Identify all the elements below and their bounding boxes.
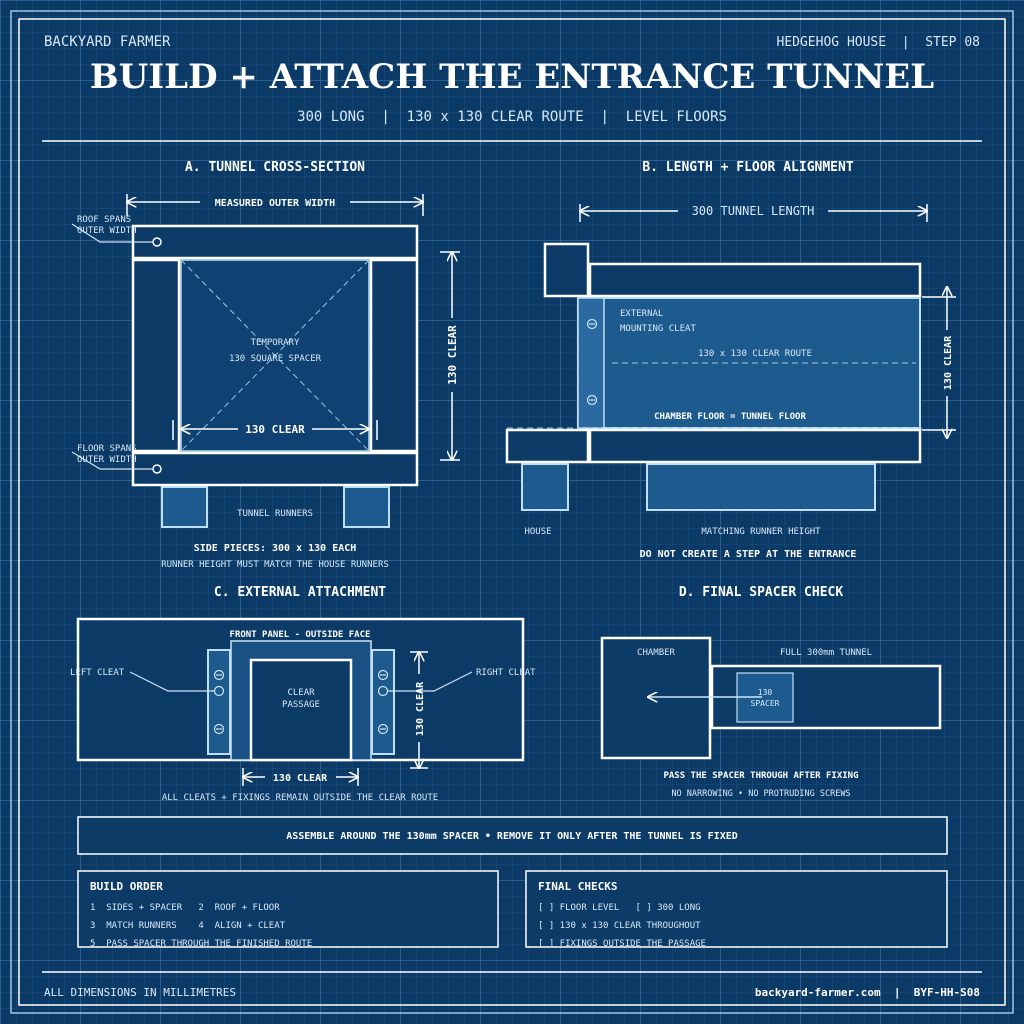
final-checks-box — [525, 870, 948, 948]
clear-route-label: 130 x 130 CLEAR ROUTE — [698, 349, 812, 359]
cleats-note: ALL CLEATS + FIXINGS REMAIN OUTSIDE THE … — [162, 793, 438, 803]
build-order-box — [77, 870, 499, 948]
floor-note-2: OUTER WIDTH — [77, 455, 137, 465]
clear-width-label: 130 CLEAR — [245, 423, 305, 436]
clear-height-label-c: 130 CLEAR — [415, 681, 426, 736]
section-a-cross-section: A. TUNNEL CROSS-SECTION MEASURED OUTER W… — [71, 160, 460, 570]
spacer-label-2: 130 SQUARE SPACER — [229, 354, 322, 364]
runner-right — [343, 486, 390, 528]
tunnel-floor — [131, 451, 419, 487]
floor-level-note: CHAMBER FLOOR = TUNNEL FLOOR — [654, 412, 806, 422]
final-check-line-1: [ ] FLOOR LEVEL [ ] 300 LONG — [538, 903, 701, 913]
brand: BACKYARD FARMER — [44, 34, 171, 50]
final-check-line-3: [ ] FIXINGS OUTSIDE THE PASSAGE — [538, 939, 706, 949]
tunnel-floor-side — [588, 428, 922, 464]
side-pieces-note: SIDE PIECES: 300 x 130 EACH — [194, 543, 357, 554]
final-checks-title: FINAL CHECKS — [538, 880, 617, 893]
tunnel-side-right — [369, 258, 419, 453]
section-c-external-attachment: C. EXTERNAL ATTACHMENT FRONT PANEL - OUT… — [70, 585, 536, 803]
final-check-line-2: [ ] 130 x 130 CLEAR THROUGHOUT — [538, 921, 701, 931]
units-note: ALL DIMENSIONS IN MILLIMETRES — [44, 986, 236, 999]
page-subtitle: 300 LONG | 130 x 130 CLEAR ROUTE | LEVEL… — [297, 109, 727, 125]
build-order-line-1: 1 SIDES + SPACER 2 ROOF + FLOOR — [90, 903, 280, 913]
section-b-heading: B. LENGTH + FLOOR ALIGNMENT — [642, 160, 853, 175]
chamber-floor — [505, 428, 590, 464]
assembly-banner — [77, 816, 948, 855]
roof-note-1: ROOF SPANS — [77, 215, 131, 225]
inner-frame — [18, 18, 1006, 1006]
tunnel-runner — [646, 463, 876, 511]
right-cleat — [371, 649, 395, 755]
right-cleat-label: RIGHT CLEAT — [476, 668, 536, 678]
page-title: BUILD + ATTACH THE ENTRANCE TUNNEL — [90, 57, 934, 97]
cleat-label-2: MOUNTING CLEAT — [620, 324, 696, 334]
runners-label: TUNNEL RUNNERS — [237, 509, 313, 519]
spacer-block-label-2: SPACER — [751, 699, 780, 708]
build-order-line-3: 5 PASS SPACER THROUGH THE FINISHED ROUTE — [90, 939, 312, 949]
house-runner — [521, 463, 569, 511]
passage-label-1: CLEAR — [287, 688, 315, 698]
tunnel-side-left — [131, 258, 181, 453]
spacer-block-label-1: 130 — [758, 688, 773, 697]
chamber-label: CHAMBER — [637, 648, 676, 658]
front-panel-label: FRONT PANEL - OUTSIDE FACE — [230, 630, 371, 640]
runner-left — [161, 486, 208, 528]
spacer-block — [736, 672, 794, 723]
house-label: HOUSE — [524, 527, 551, 537]
section-c-heading: C. EXTERNAL ATTACHMENT — [214, 585, 386, 600]
assembly-banner-text: ASSEMBLE AROUND THE 130mm SPACER • REMOV… — [286, 831, 738, 842]
section-d-heading: D. FINAL SPACER CHECK — [679, 585, 844, 600]
house-wall — [543, 242, 590, 298]
floor-note-1: FLOOR SPANS — [77, 444, 137, 454]
cleat-label-1: EXTERNAL — [620, 309, 663, 319]
pass-spacer-note: PASS THE SPACER THROUGH AFTER FIXING — [663, 771, 858, 781]
footer-reference: backyard-farmer.com | BYF-HH-S08 — [755, 986, 980, 999]
passage-label-2: PASSAGE — [282, 700, 320, 710]
section-d-spacer-check: D. FINAL SPACER CHECK CHAMBER FULL 300mm… — [600, 585, 942, 799]
runner-height-note: RUNNER HEIGHT MUST MATCH THE HOUSE RUNNE… — [161, 560, 389, 570]
clear-height-label: 130 CLEAR — [446, 325, 459, 385]
section-a-heading: A. TUNNEL CROSS-SECTION — [185, 160, 365, 175]
clear-width-label-c: 130 CLEAR — [273, 773, 328, 784]
left-cleat — [207, 649, 231, 755]
mounting-cleat — [577, 297, 605, 429]
left-cleat-label: LEFT CLEAT — [70, 668, 125, 678]
roof-note-2: OUTER WIDTH — [77, 226, 137, 236]
tunnel-length-label: 300 TUNNEL LENGTH — [692, 204, 815, 218]
project-step: HEDGEHOG HOUSE | STEP 08 — [777, 35, 981, 50]
full-tunnel-label: FULL 300mm TUNNEL — [780, 648, 872, 658]
no-narrowing-note: NO NARROWING • NO PROTRUDING SCREWS — [671, 789, 850, 799]
no-step-note: DO NOT CREATE A STEP AT THE ENTRANCE — [640, 549, 857, 560]
section-b-length-alignment: B. LENGTH + FLOOR ALIGNMENT 300 TUNNEL L… — [505, 160, 956, 560]
outer-width-label: MEASURED OUTER WIDTH — [215, 198, 335, 209]
clear-height-label-b: 130 CLEAR — [943, 335, 954, 390]
build-order-title: BUILD ORDER — [90, 880, 163, 893]
outer-frame — [10, 10, 1014, 1014]
tunnel-roof — [131, 224, 419, 260]
spacer-label-1: TEMPORARY — [251, 338, 300, 348]
clear-passage — [249, 658, 353, 762]
matching-runner-label: MATCHING RUNNER HEIGHT — [701, 527, 821, 537]
tunnel-roof-side — [588, 262, 922, 298]
build-order-line-2: 3 MATCH RUNNERS 4 ALIGN + CLEAT — [90, 921, 286, 931]
